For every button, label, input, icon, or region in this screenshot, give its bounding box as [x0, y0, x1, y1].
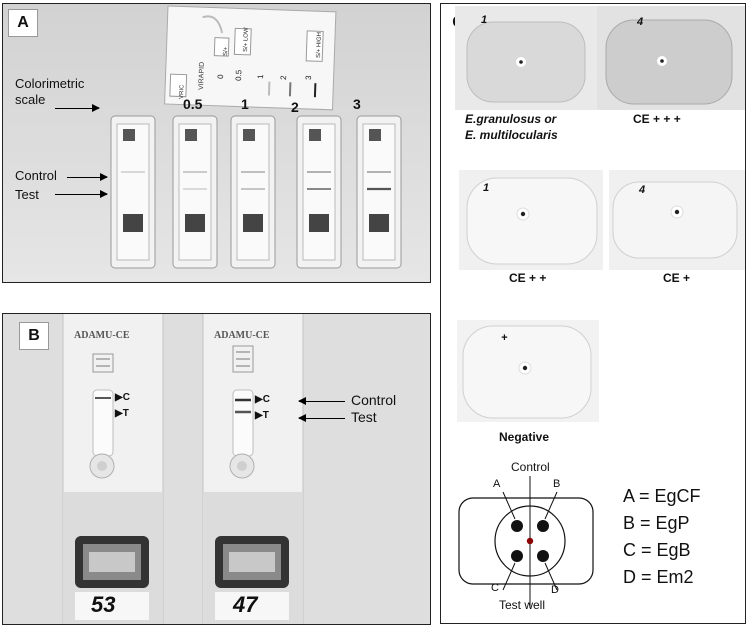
cassette-right — [202, 314, 304, 624]
test-well-center — [526, 537, 534, 545]
strip-2 — [230, 115, 276, 269]
card-tag-2: S/+ LOW — [243, 27, 250, 52]
strip-1 — [172, 115, 218, 269]
test-arrow-a — [55, 188, 108, 200]
panel-a-photo: VIRAPID VRIC 0 0.5 1 2 3 S/+ S/+ LOW S/+… — [3, 4, 430, 282]
card-mark-05: 0.5 — [234, 69, 243, 81]
diagram-corner-a: A — [493, 478, 501, 490]
plate-mark-5: + — [501, 332, 508, 344]
card-mark-0: 0 — [216, 74, 225, 79]
cassette-right-marker-t: ▶T — [255, 410, 269, 421]
scale-value-2: 2 — [291, 99, 299, 115]
caption-ce3: CE + + + — [633, 112, 681, 126]
diagram-corner-c: C — [491, 582, 499, 594]
panel-c: C 1 4 1 4 + E.granulosus or E. multilocu… — [440, 3, 746, 624]
legend-c: C = EgB — [623, 540, 691, 560]
caption-ce1: CE + — [663, 271, 691, 285]
card-mark-1: 1 — [256, 74, 265, 79]
card-mark-3: 3 — [304, 75, 313, 80]
diagram-corner-d: D — [551, 584, 559, 596]
card-brand-text: VIRAPID — [198, 62, 206, 90]
cassette-left-marker-t: ▶T — [115, 408, 129, 419]
control-arrow-b — [298, 395, 345, 407]
cassette-right-number: 47 — [233, 592, 258, 617]
card-small-label: VRIC — [179, 84, 186, 99]
card-tag-1: S/+ — [223, 46, 229, 56]
caption-negative: Negative — [499, 430, 550, 444]
legend-b: B = EgP — [623, 513, 690, 533]
test-label-a: Test — [15, 187, 39, 202]
colorimetric-label-line1: Colorimetric — [15, 76, 85, 91]
scale-value-3: 3 — [353, 96, 361, 112]
well-a — [511, 520, 523, 532]
plate-mark-2: 4 — [637, 16, 644, 28]
panel-c-plates — [455, 6, 745, 422]
strip-0 — [110, 115, 156, 269]
test-arrow-b — [298, 412, 345, 424]
card-mark-2: 2 — [279, 75, 288, 80]
strip-3 — [296, 115, 342, 269]
caption-ce2: CE + + — [509, 271, 547, 285]
panel-a-letter: A — [8, 9, 38, 37]
well-diagram — [458, 476, 594, 608]
strip-4 — [356, 115, 402, 269]
colorimetric-card — [164, 5, 337, 111]
colorimetric-label-line2: scale — [15, 92, 46, 107]
control-arrow-a — [67, 171, 108, 183]
scale-value-05: 0.5 — [183, 96, 203, 112]
control-label-b: Control — [351, 392, 397, 408]
panel-b-letter: B — [19, 322, 49, 350]
diagram-test-well-label: Test well — [499, 598, 546, 612]
control-label-a: Control — [15, 168, 57, 183]
cassette-left-number: 53 — [91, 592, 116, 617]
caption-egr-line2: E. multilocularis — [465, 128, 558, 142]
panel-b: B ADAMU-CE ADAMU-CE ▶C ▶T ▶C ▶T 53 47 Co… — [2, 313, 431, 625]
caption-egr-line1: E.granulosus or — [465, 112, 557, 126]
cassette-left-marker-c: ▶C — [115, 392, 130, 403]
diagram-control-label: Control — [511, 460, 550, 474]
test-label-b: Test — [351, 409, 377, 425]
cassette-left — [62, 314, 164, 624]
diagram-corner-b: B — [553, 478, 561, 490]
card-tag-3: S/+ HIGH — [316, 32, 323, 58]
well-b — [537, 520, 549, 532]
plate-mark-4: 4 — [639, 184, 646, 196]
panel-a: VIRAPID VRIC 0 0.5 1 2 3 S/+ S/+ LOW S/+… — [2, 3, 431, 283]
panel-b-photo — [3, 314, 430, 624]
cassette-right-marker-c: ▶C — [255, 394, 270, 405]
well-d — [537, 550, 549, 562]
scale-value-1: 1 — [241, 96, 249, 112]
cassette-right-brand: ADAMU-CE — [214, 330, 270, 341]
cassette-left-brand: ADAMU-CE — [74, 330, 130, 341]
legend-a: A = EgCF — [623, 486, 701, 506]
colorimetric-arrow — [55, 102, 100, 114]
legend-d: D = Em2 — [623, 567, 694, 587]
plate-mark-1: 1 — [481, 14, 488, 26]
well-c — [511, 550, 523, 562]
plate-mark-3: 1 — [483, 182, 490, 194]
